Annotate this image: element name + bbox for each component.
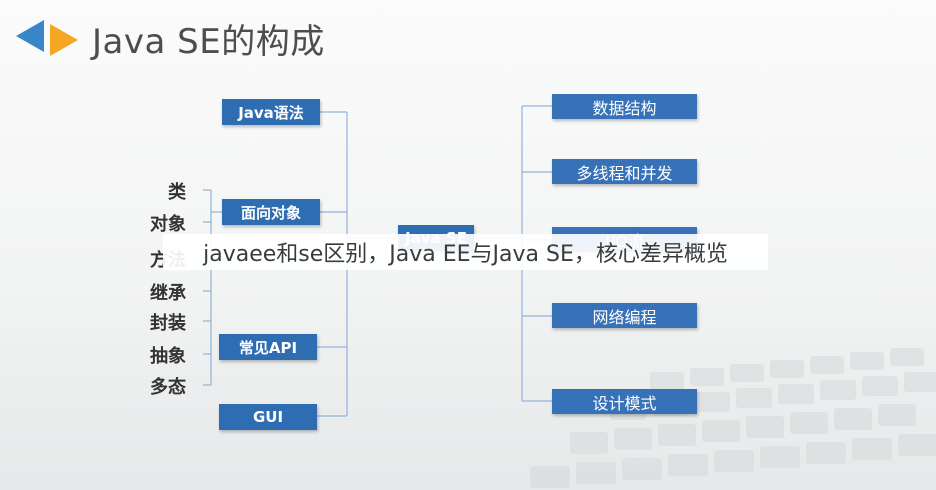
node-multithreading: 多线程和并发 bbox=[552, 159, 697, 184]
node-common-api: 常见API bbox=[219, 334, 317, 360]
node-gui: GUI bbox=[219, 404, 317, 430]
feature-encapsulation: 封装 bbox=[150, 313, 186, 334]
feature-polymorphism: 多态 bbox=[150, 377, 186, 398]
feature-object: 对象 bbox=[150, 214, 186, 235]
node-network-programming: 网络编程 bbox=[552, 303, 697, 328]
node-design-patterns: 设计模式 bbox=[552, 389, 697, 414]
feature-abstraction: 抽象 bbox=[150, 346, 186, 367]
feature-class: 类 bbox=[168, 182, 186, 203]
caption-overlay: javaee和se区别，Java EE与Java SE，核心差异概览 bbox=[163, 234, 768, 270]
node-data-structures: 数据结构 bbox=[552, 94, 697, 119]
slide-title: Java SE的构成 bbox=[92, 22, 325, 62]
node-object-oriented: 面向对象 bbox=[222, 199, 320, 225]
node-java-syntax: Java语法 bbox=[222, 99, 320, 125]
arrow-logo-icon bbox=[16, 20, 78, 56]
feature-inheritance: 继承 bbox=[150, 283, 186, 304]
